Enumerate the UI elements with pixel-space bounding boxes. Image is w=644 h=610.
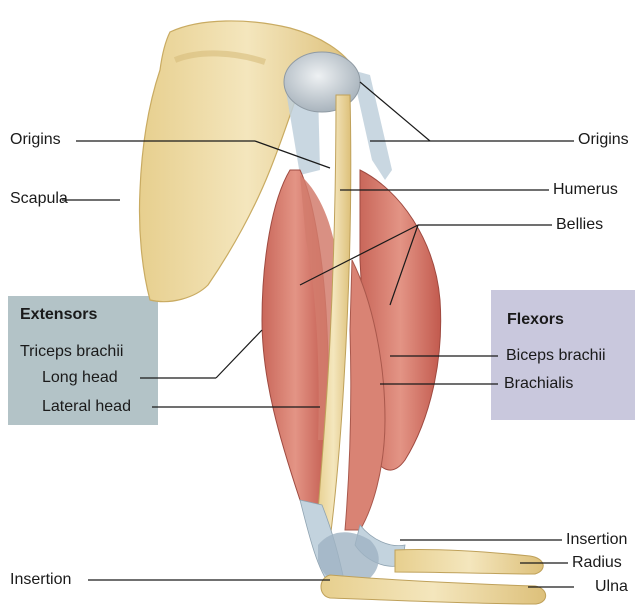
- label-origins-right: Origins: [578, 131, 629, 149]
- label-bellies: Bellies: [556, 216, 603, 234]
- label-biceps-brachii: Biceps brachii: [506, 347, 606, 365]
- label-long-head: Long head: [42, 369, 118, 387]
- label-lateral-head: Lateral head: [42, 398, 131, 416]
- label-origins-left: Origins: [10, 131, 61, 149]
- label-insertion-right: Insertion: [566, 531, 627, 549]
- label-scapula: Scapula: [10, 190, 68, 208]
- label-humerus: Humerus: [553, 181, 618, 199]
- label-radius: Radius: [572, 554, 622, 572]
- ulna-bone: [321, 575, 546, 604]
- label-insertion-left: Insertion: [10, 571, 71, 589]
- label-ulna: Ulna: [595, 578, 628, 596]
- label-brachialis: Brachialis: [504, 375, 573, 393]
- radius-bone: [395, 549, 543, 574]
- label-triceps-brachii: Triceps brachii: [20, 343, 123, 361]
